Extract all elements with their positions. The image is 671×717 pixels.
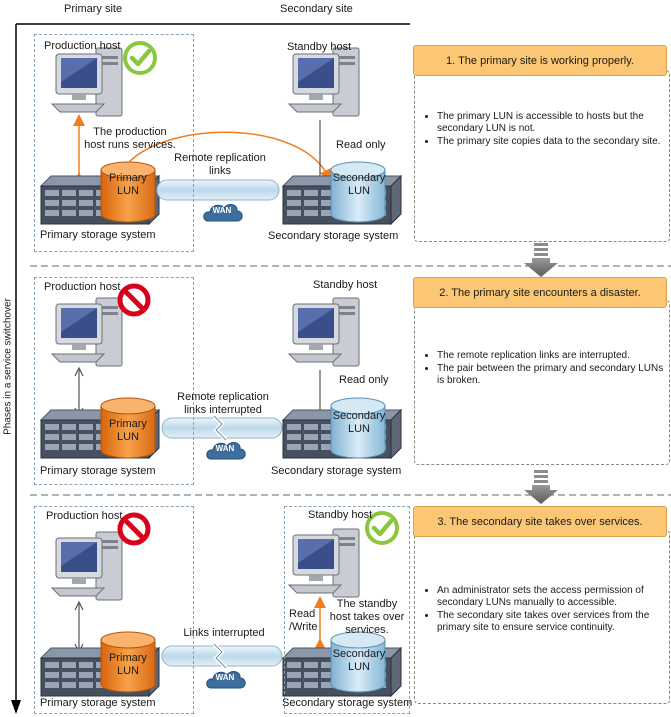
secondary-lun-label: Secondary LUN xyxy=(332,410,386,435)
secondary-site-box xyxy=(284,506,410,714)
secondary-site-header: Secondary site xyxy=(280,3,353,15)
primary-lun-label: Primary LUN xyxy=(109,418,147,443)
secondary-storage-label: Secondary storage system xyxy=(268,230,399,242)
standby-access-label: Read only xyxy=(339,374,389,386)
replication-link-tube xyxy=(156,179,280,201)
next-phase-arrow-icon xyxy=(524,243,558,277)
phase-1-description-panel: The primary LUN is accessible to hosts b… xyxy=(414,70,670,242)
standby-access-label: Read only xyxy=(336,139,386,151)
wan-label: WAN xyxy=(212,206,232,215)
phase-3-title: 3. The secondary site takes over service… xyxy=(413,506,667,537)
primary-storage-label: Primary storage system xyxy=(40,697,156,709)
primary-site-box xyxy=(34,34,194,252)
replication-links-label: Remote replication links interrupted xyxy=(177,391,269,416)
list-item: The secondary site takes over services f… xyxy=(437,610,669,634)
primary-site-box xyxy=(34,277,194,485)
primary-site-box xyxy=(34,506,194,714)
standby-host-note: The standby host takes over services. xyxy=(329,598,405,636)
primary-lun-label: Primary LUN xyxy=(109,652,147,677)
list-item: An administrator sets the access permiss… xyxy=(437,585,669,609)
primary-storage-label: Primary storage system xyxy=(40,465,156,477)
secondary-storage-label: Secondary storage system xyxy=(271,465,402,477)
primary-site-header: Primary site xyxy=(64,3,123,15)
wan-label: WAN xyxy=(215,444,235,453)
secondary-lun-label: Secondary LUN xyxy=(332,648,386,673)
standby-host-label: Standby host xyxy=(287,41,352,53)
production-host-note: The production host runs services. xyxy=(84,126,176,151)
phase-1-bullet-list: The primary LUN is accessible to hosts b… xyxy=(415,111,669,148)
standby-host-label: Standby host xyxy=(313,279,378,291)
production-host-label: Production host xyxy=(46,510,123,522)
phase-3-bullet-list: An administrator sets the access permiss… xyxy=(415,585,669,634)
list-item: The primary LUN is accessible to hosts b… xyxy=(437,111,669,135)
list-item: The remote replication links are interru… xyxy=(437,350,669,362)
phase-2-description-panel: The remote replication links are interru… xyxy=(414,300,670,465)
list-item: The pair between the primary and seconda… xyxy=(437,363,669,387)
replication-links-label: Remote replication links xyxy=(174,152,266,177)
standby-host-icon xyxy=(288,47,360,117)
replication-links-label: Links interrupted xyxy=(183,627,265,639)
primary-storage-label: Primary storage system xyxy=(40,229,156,241)
production-host-label: Production host xyxy=(44,40,121,52)
standby-access-label: Read /Write xyxy=(289,608,318,633)
list-item: The primary site copies data to the seco… xyxy=(437,136,669,148)
standby-host-icon xyxy=(288,297,360,367)
phase-2-bullet-list: The remote replication links are interru… xyxy=(415,350,669,387)
secondary-storage-label: Secondary storage system xyxy=(282,697,413,709)
next-phase-arrow-icon xyxy=(524,470,558,504)
phase-2-title: 2. The primary site encounters a disaste… xyxy=(413,277,667,308)
secondary-lun-label: Secondary LUN xyxy=(332,172,386,197)
production-host-label: Production host xyxy=(44,281,121,293)
phase-1-title: 1. The primary site is working properly. xyxy=(413,45,667,76)
primary-lun-label: Primary LUN xyxy=(109,172,147,197)
phase-3-description-panel: An administrator sets the access permiss… xyxy=(414,530,670,704)
standby-host-label: Standby host xyxy=(308,509,373,521)
wan-label: WAN xyxy=(215,673,235,682)
